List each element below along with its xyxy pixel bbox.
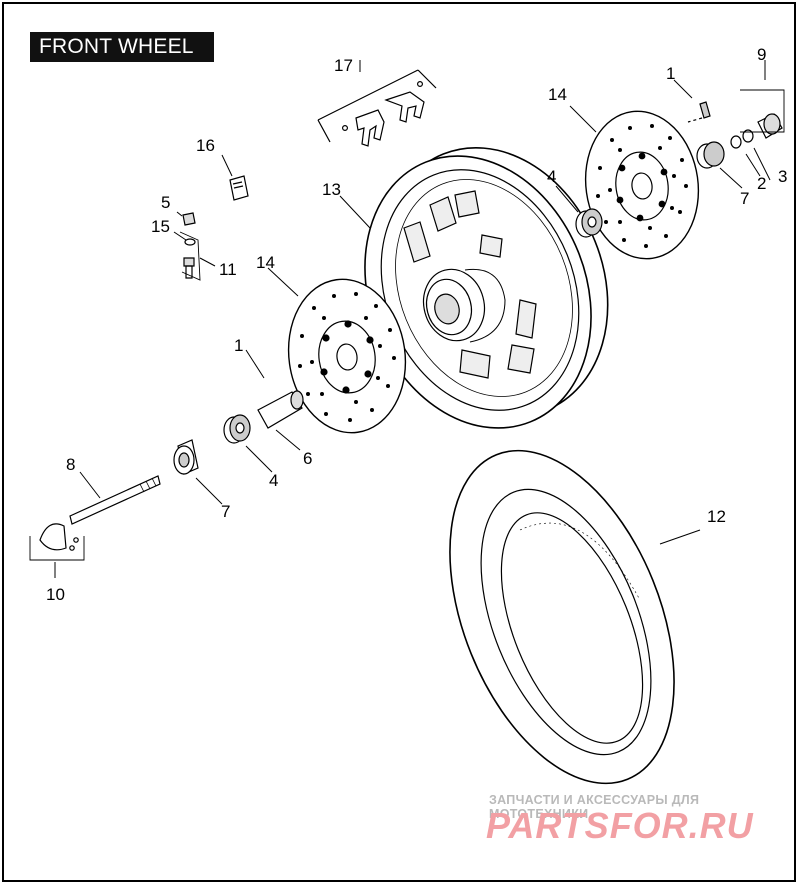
label-4-right: 4 — [547, 167, 556, 186]
label-7-left: 7 — [221, 502, 230, 521]
watermark-tagline: ЗАПЧАСТИ И АКСЕССУАРЫ ДЛЯ МОТОТЕХНИКИ — [489, 793, 700, 821]
label-11: 11 — [219, 260, 237, 279]
label-6: 6 — [303, 449, 312, 468]
tire — [449, 449, 675, 785]
label-9: 9 — [757, 45, 766, 64]
label-13: 13 — [322, 180, 341, 199]
balance-weights — [317, 69, 437, 147]
label-8: 8 — [66, 455, 75, 474]
bearing-right — [575, 208, 603, 238]
label-14-left: 14 — [256, 253, 275, 272]
wheel-rim — [364, 147, 609, 429]
label-12: 12 — [707, 507, 726, 526]
decal — [229, 175, 249, 201]
label-3: 3 — [778, 167, 787, 186]
label-16: 16 — [196, 136, 215, 155]
label-1-right: 1 — [666, 64, 675, 83]
right-axle-hardware — [687, 89, 785, 169]
label-14-right: 14 — [548, 85, 567, 104]
spacer-left — [173, 439, 199, 475]
label-4-left: 4 — [269, 471, 278, 490]
watermark-logo: PARTSFOR.RU — [486, 805, 754, 846]
label-15: 15 — [151, 217, 170, 236]
callout-labels: 17 16 5 15 11 13 14 14 1 1 9 2 3 4 4 7 7… — [46, 45, 787, 604]
axle — [69, 475, 161, 525]
diagram-title: FRONT WHEEL — [30, 32, 214, 62]
label-17: 17 — [334, 56, 353, 75]
brake-rotor-right — [584, 110, 700, 260]
leader-lines — [54, 60, 771, 578]
valve-stem — [179, 212, 201, 281]
bearing-left — [223, 414, 251, 444]
label-10: 10 — [46, 585, 65, 604]
label-7-right: 7 — [740, 189, 749, 208]
brake-rotor-left — [287, 278, 407, 434]
label-1-left: 1 — [234, 336, 243, 355]
label-5: 5 — [161, 193, 170, 212]
axle-spacer — [257, 390, 304, 429]
label-2: 2 — [757, 174, 766, 193]
axle-cap — [29, 523, 85, 561]
